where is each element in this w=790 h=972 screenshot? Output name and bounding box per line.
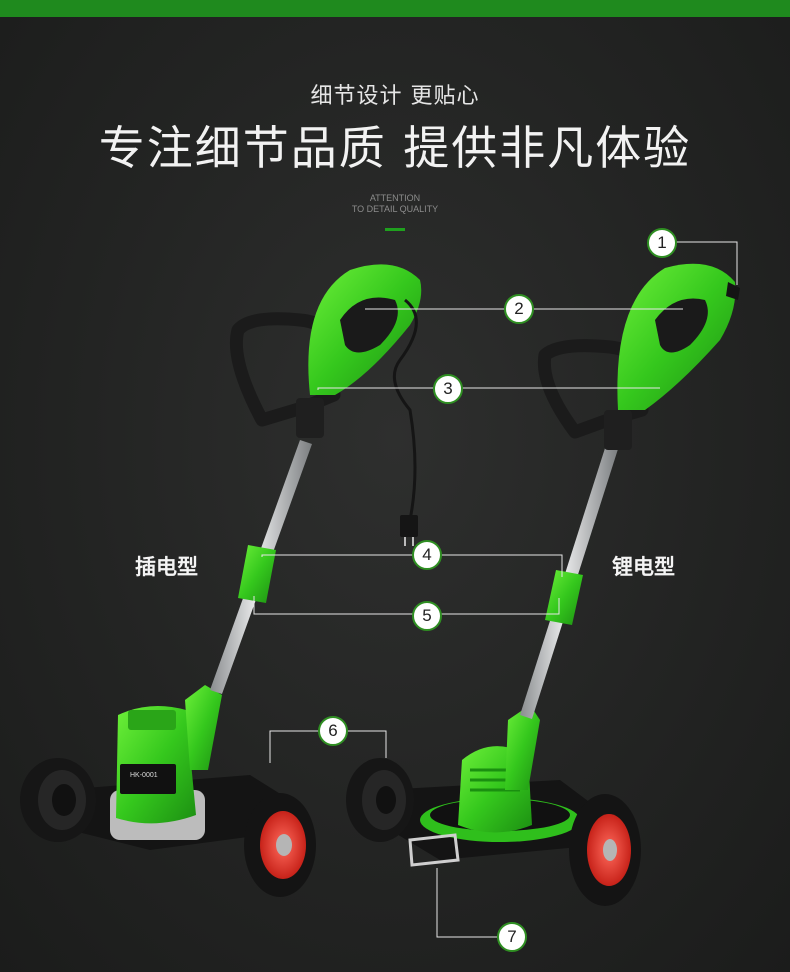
power-cord [392,298,418,521]
battery-trimmer [346,263,740,906]
top-green-bar [0,0,790,17]
english-caption-line2: TO DETAIL QUALITY [351,204,439,214]
label-battery-model: 锂电型 [612,555,675,579]
left-motor-housing: HK-0001 [110,706,205,840]
callout-line-5 [253,596,560,615]
callout-badge-5: 5 [412,601,442,631]
right-back-wheel [346,758,414,842]
callout-badge-3: 3 [433,374,463,404]
callout-badge-4: 4 [412,540,442,570]
left-collar [238,545,276,603]
callout-badge-2: 2 [504,294,534,324]
right-front-wheel [569,794,641,906]
left-back-wheel [20,758,96,842]
corded-trimmer: HK-0001 [20,264,422,897]
title-divider [385,228,405,231]
right-collar [545,570,583,625]
english-caption-line1: ATTENTION [369,193,421,203]
callout-badge-7: 7 [497,922,527,952]
left-front-wheel [244,793,316,897]
callout-badge-6: 6 [318,716,348,746]
page-subtitle: 细节设计 更贴心 [310,84,480,109]
page-title: 专注细节品质 提供非凡体验 [98,121,692,175]
left-lower-arm [185,685,222,770]
right-guard-wire [408,833,460,867]
callout-line-1 [674,241,738,285]
right-lower-arm [505,705,540,790]
motor-label-text: HK-0001 [130,772,158,779]
callout-line-7 [436,868,512,938]
label-corded-model: 插电型 [135,555,198,579]
english-caption: ATTENTION TO DETAIL QUALITY [0,193,790,215]
callout-badge-1: 1 [647,228,677,258]
